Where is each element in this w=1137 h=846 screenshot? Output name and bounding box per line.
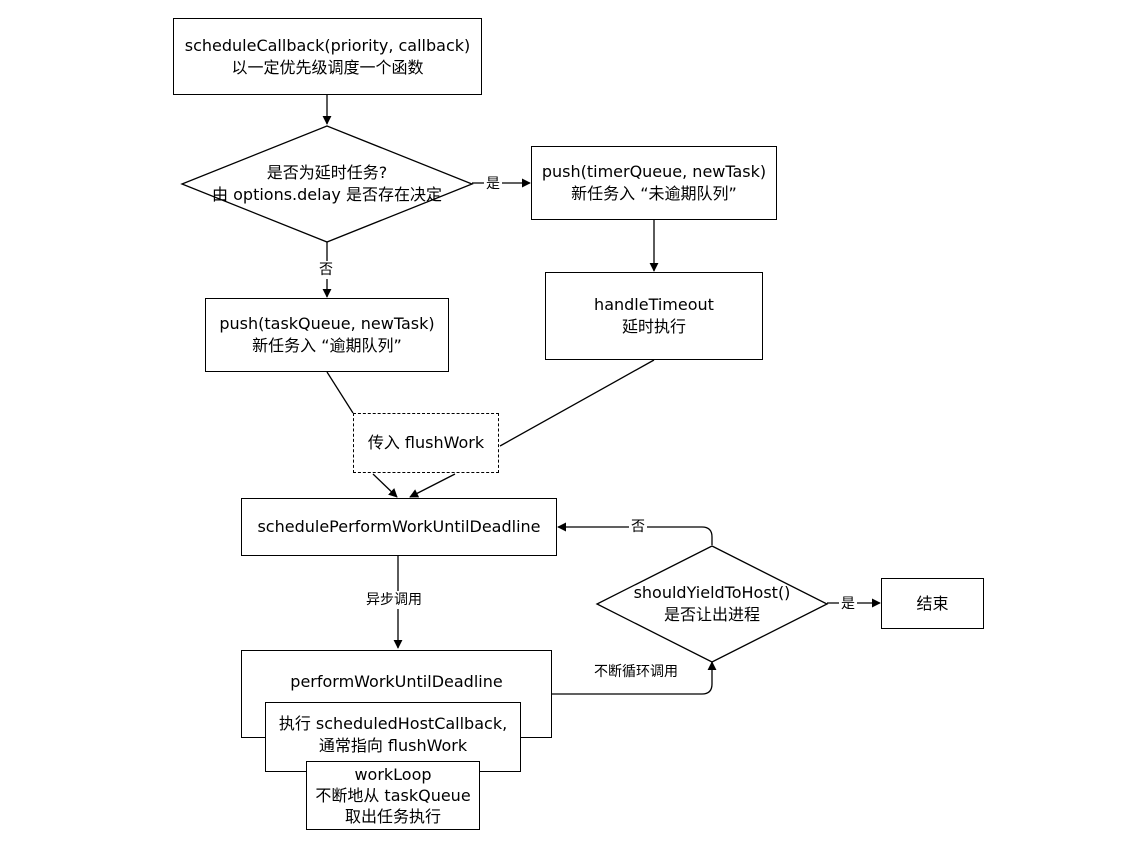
node-schedule-callback-line-1: scheduleCallback(priority, callback) <box>184 35 471 55</box>
node-work-loop: workLoop 不断地从 taskQueue 取出任务执行 <box>306 761 480 830</box>
edge-label-yield-no: 否 <box>629 518 647 536</box>
edge-taskqueue-to-schedule-tail <box>372 473 398 498</box>
node-is-delay-decision-line-2: 由 options.delay 是否存在决定 <box>212 185 442 204</box>
node-pass-flush-work-line-1: 传入 flushWork <box>367 433 485 452</box>
node-push-task-queue-line-1: push(taskQueue, newTask) <box>219 314 435 333</box>
edge-loop-call <box>552 661 717 695</box>
node-work-loop-line-2: 不断地从 taskQueue <box>315 786 471 805</box>
node-push-timer-queue-line-2: 新任务入 “未逾期队列” <box>571 184 737 203</box>
node-should-yield-line-1: shouldYieldToHost() <box>633 583 791 602</box>
node-end: 结束 <box>881 578 984 629</box>
node-exec-host-callback-line-1: 执行 scheduledHostCallback, <box>278 714 508 733</box>
edge-timeout-to-schedule-tail <box>409 473 456 498</box>
node-schedule-perform: schedulePerformWorkUntilDeadline <box>241 498 557 556</box>
node-schedule-callback-line-2: 以一定优先级调度一个函数 <box>231 57 424 77</box>
node-handle-timeout: handleTimeout 延时执行 <box>545 272 763 360</box>
edge-label-yield-yes: 是 <box>839 595 857 613</box>
node-push-timer-queue-line-1: push(timerQueue, newTask) <box>541 162 767 181</box>
node-handle-timeout-line-1: handleTimeout <box>594 295 714 314</box>
node-is-delay-decision-line-1: 是否为延时任务? <box>266 163 388 182</box>
node-push-task-queue-line-2: 新任务入 “逾期队列” <box>252 336 402 355</box>
node-work-loop-line-3: 取出任务执行 <box>344 807 441 826</box>
node-push-timer-queue: push(timerQueue, newTask) 新任务入 “未逾期队列” <box>531 146 777 220</box>
edge-label-delay-yes: 是 <box>484 175 502 193</box>
edge-timeout-to-flushwork <box>499 359 655 447</box>
node-should-yield-line-2: 是否让出进程 <box>663 605 760 624</box>
edge-label-async-call: 异步调用 <box>364 591 424 609</box>
node-schedule-perform-line-1: schedulePerformWorkUntilDeadline <box>257 517 541 536</box>
edge-label-delay-no: 否 <box>317 261 335 279</box>
node-schedule-callback: scheduleCallback(priority, callback) 以一定… <box>173 18 482 95</box>
node-push-task-queue: push(taskQueue, newTask) 新任务入 “逾期队列” <box>205 298 449 372</box>
node-perform-work-line-1: performWorkUntilDeadline <box>290 672 503 691</box>
node-handle-timeout-line-2: 延时执行 <box>621 317 686 336</box>
node-exec-host-callback: 执行 scheduledHostCallback, 通常指向 flushWork <box>265 702 521 772</box>
node-exec-host-callback-line-2: 通常指向 flushWork <box>318 736 468 755</box>
decision-diamond-yield <box>595 545 829 663</box>
node-work-loop-line-1: workLoop <box>354 765 432 784</box>
node-pass-flush-work: 传入 flushWork <box>353 413 499 473</box>
node-end-line-1: 结束 <box>916 593 949 613</box>
edge-yield-no <box>557 522 713 545</box>
node-is-delay-decision: 是否为延时任务? 由 options.delay 是否存在决定 <box>182 158 472 210</box>
edge-label-loop-call: 不断循环调用 <box>592 663 680 681</box>
edge-taskqueue-to-schedule <box>326 371 354 414</box>
node-should-yield: shouldYieldToHost() 是否让出进程 <box>597 578 827 630</box>
decision-diamond-delay <box>180 125 474 243</box>
